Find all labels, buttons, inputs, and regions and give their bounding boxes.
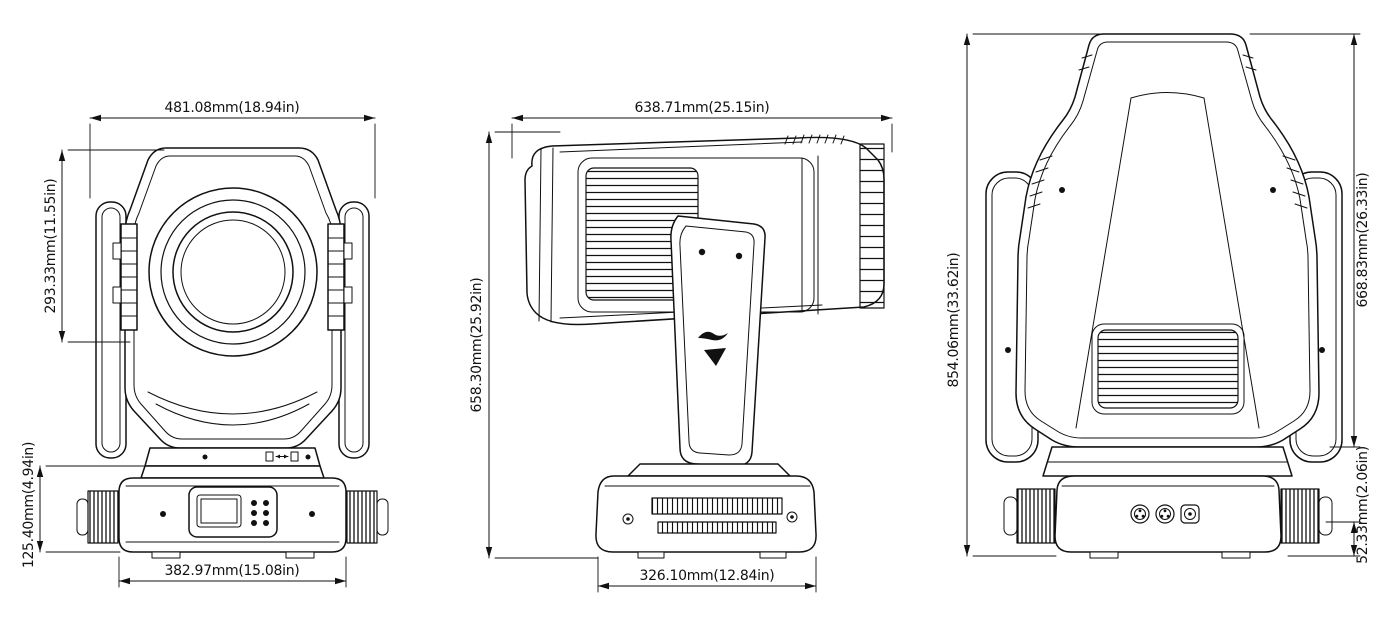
rear-left-handle (1003, 488, 1056, 544)
dim-label-front-overall-width: 481.08mm(18.94in) (165, 100, 300, 116)
dim-front-base-height: 125.40mm(4.94in) (21, 442, 151, 568)
dim-side-overall-length: 638.71mm(25.15in) (511, 100, 893, 159)
screw-icon (1319, 347, 1325, 353)
dim-side-base-width: 326.10mm(12.84in) (597, 556, 817, 593)
side-view: 638.71mm(25.15in) 658.30mm(25.92in) 326.… (469, 100, 893, 593)
rear-edge-ticks (1027, 54, 1308, 209)
front-lens (148, 187, 318, 357)
dim-front-base-width: 382.97mm(15.08in) (118, 556, 347, 588)
front-neck (140, 447, 325, 479)
dim-label-front-base-width: 382.97mm(15.08in) (165, 563, 300, 579)
rear-right-handle (1280, 488, 1333, 544)
front-left-lens-bracket (112, 223, 138, 331)
xlr-connector-icon (1155, 504, 1175, 524)
front-base (76, 477, 389, 559)
screw-icon (1059, 187, 1065, 193)
side-rear-fins (859, 143, 885, 309)
dim-label-rear-base-height: 52.33mm(2.06in) (1355, 446, 1371, 564)
dim-label-side-overall-height: 658.30mm(25.92in) (469, 278, 485, 413)
dim-label-side-overall-length: 638.71mm(25.15in) (635, 100, 770, 116)
rear-neck (1042, 446, 1293, 477)
rear-connectors (1130, 504, 1200, 524)
dim-label-rear-overall-height: 854.06mm(33.62in) (946, 253, 962, 388)
front-right-handle (346, 490, 389, 544)
side-base (595, 463, 817, 559)
dim-label-front-base-height: 125.40mm(4.94in) (21, 442, 37, 568)
rear-view: 854.06mm(33.62in) 668.83mm(26.33in) 52.3… (946, 33, 1371, 564)
dim-label-side-base-width: 326.10mm(12.84in) (640, 568, 775, 584)
brand-logo-mark (698, 331, 728, 366)
dim-side-overall-height: 658.30mm(25.92in) (469, 131, 599, 559)
screw-icon (698, 248, 706, 256)
dim-rear-base-height: 52.33mm(2.06in) (1287, 446, 1371, 564)
front-right-lens-bracket (327, 223, 353, 331)
dim-rear-overall-height: 854.06mm(33.62in) (946, 33, 1101, 557)
screw-icon (1005, 347, 1011, 353)
screw-icon (160, 511, 166, 517)
side-top-vent-ticks (784, 134, 845, 145)
rear-head (1015, 33, 1320, 448)
side-lock-rack-lower (657, 521, 777, 534)
dim-front-overall-width: 481.08mm(18.94in) (89, 100, 376, 199)
screw-icon (309, 511, 315, 517)
dim-label-front-head-height: 293.33mm(11.55in) (43, 179, 59, 314)
pan-lock-icon (202, 451, 311, 462)
display-screen (196, 494, 242, 528)
xlr-connector-icon (1130, 504, 1150, 524)
rear-base (1003, 475, 1333, 559)
front-yoke-arms (95, 201, 370, 459)
front-view: 481.08mm(18.94in) 293.33mm(11.55in) 125.… (21, 100, 389, 588)
display-buttons (251, 500, 269, 526)
dim-label-rear-body-height: 668.83mm(26.33in) (1355, 173, 1371, 308)
screw-icon (1270, 187, 1276, 193)
front-display-panel (188, 486, 278, 538)
power-connector-icon (1180, 504, 1200, 524)
side-yoke-arm (670, 215, 766, 467)
screw-icon (735, 252, 743, 260)
front-left-handle (76, 490, 119, 544)
dim-front-head-height: 293.33mm(11.55in) (43, 149, 165, 343)
rear-vent-grille (1091, 323, 1245, 415)
dim-rear-body-height: 668.83mm(26.33in) (1249, 33, 1371, 448)
side-lock-rack (651, 497, 783, 515)
side-base-screws (622, 511, 798, 525)
